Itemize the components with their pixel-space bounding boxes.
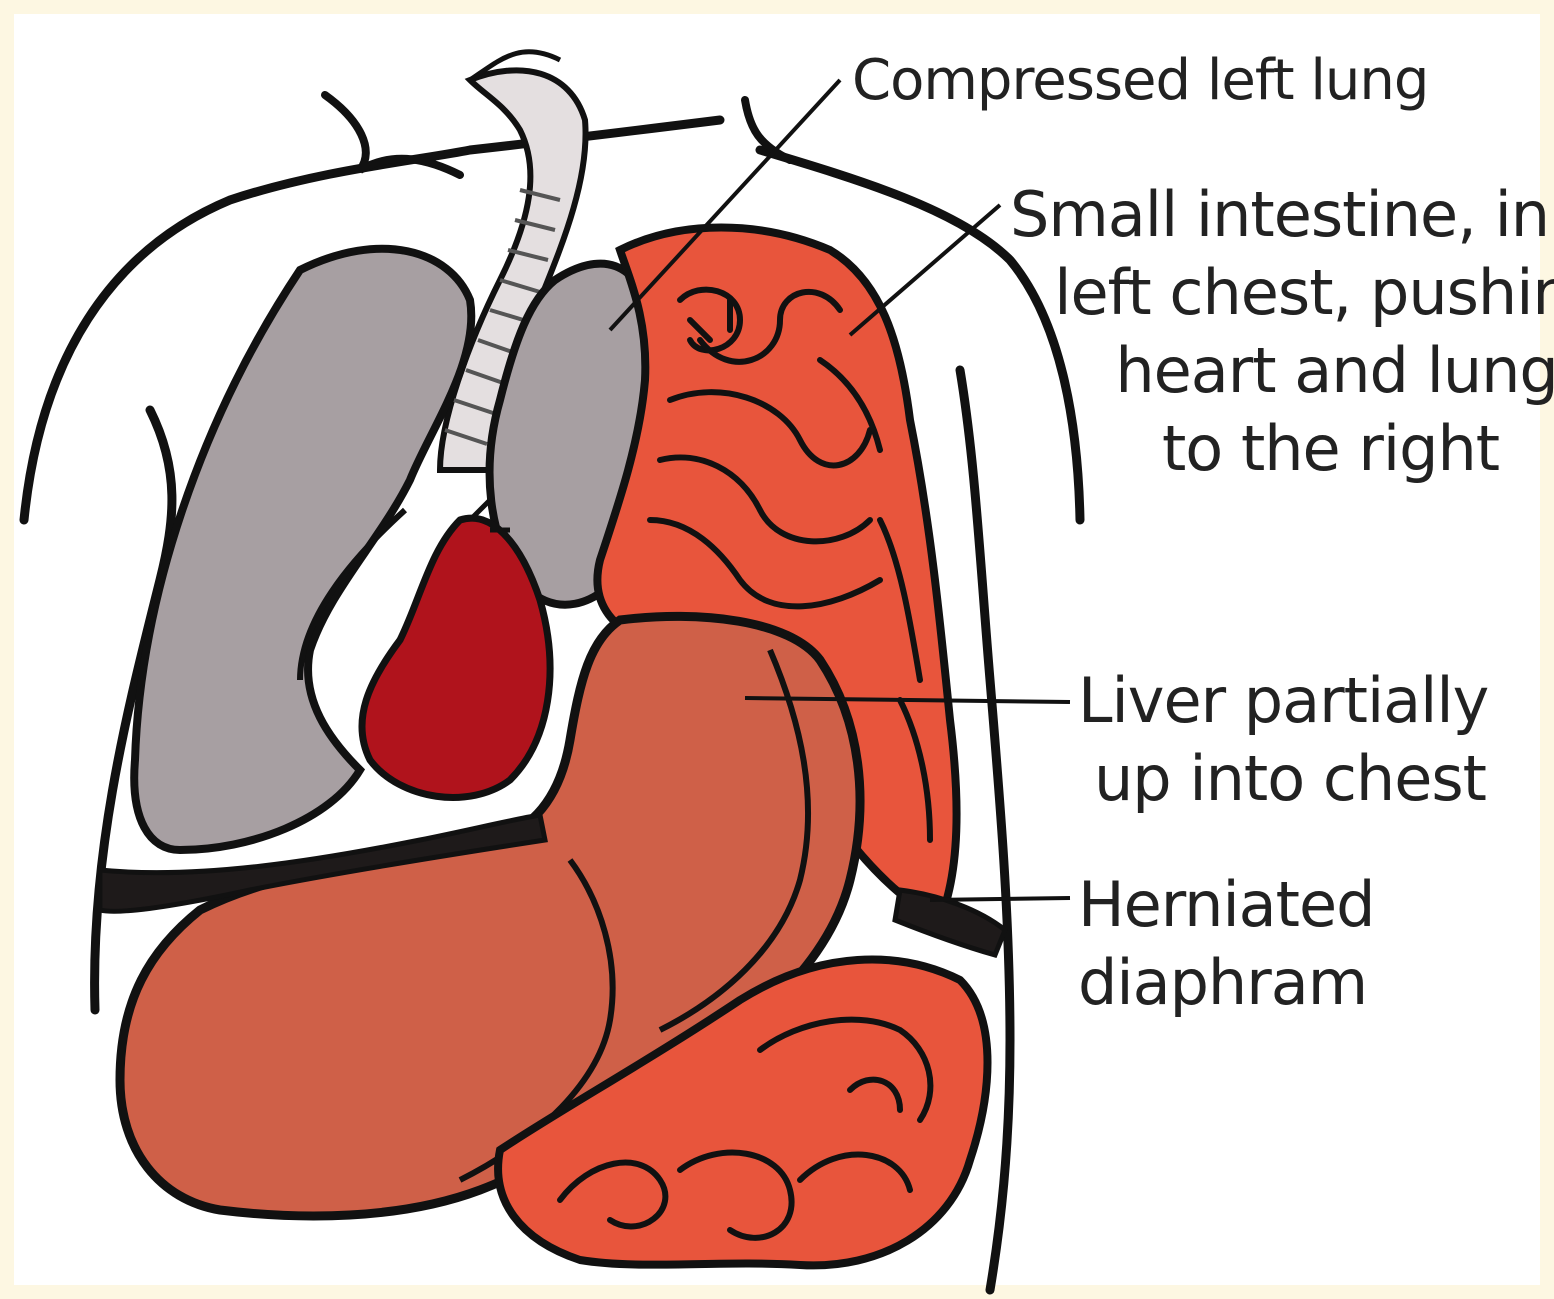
leader-line-diaphragm [930, 898, 1070, 900]
label-compressed-left-lung: Compressed left lung [852, 42, 1428, 120]
leader-line-intestine [850, 205, 1000, 335]
label-liver-line-2: up into chest [1078, 740, 1488, 818]
label-liver-line-1: Liver partially [1078, 662, 1488, 740]
label-liver: Liver partially up into chest [1078, 662, 1488, 818]
label-small-intestine: Small intestine, in left chest, pushing … [1010, 176, 1554, 488]
label-herniated-diaphragm: Herniated diaphram [1078, 866, 1375, 1022]
label-small-intestine-line-1: Small intestine, in [1010, 176, 1549, 254]
neck-left [325, 95, 460, 175]
label-diaphragm-line-2: diaphram [1078, 944, 1375, 1022]
label-diaphragm-line-1: Herniated [1078, 866, 1375, 944]
label-small-intestine-line-3: heart and lungs [1010, 332, 1554, 410]
label-small-intestine-line-4: to the right [1010, 410, 1499, 488]
label-small-intestine-line-2: left chest, pushing [1010, 254, 1554, 332]
heart [362, 518, 550, 797]
